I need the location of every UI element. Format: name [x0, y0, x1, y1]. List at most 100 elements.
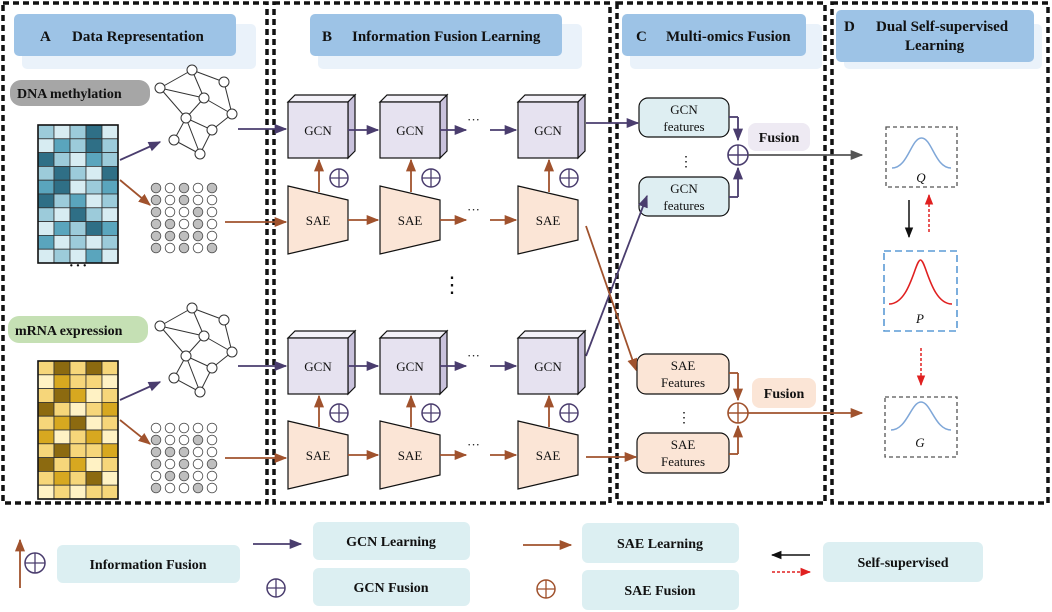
sae-module-label: SAE: [306, 448, 331, 463]
methylation-graph-edge: [159, 87, 205, 99]
methylation-graph-edge: [159, 69, 193, 89]
mrna-matrix-cell: [53, 374, 71, 389]
gcn-module-label: GCN: [396, 123, 424, 138]
gcn-module: [517, 101, 579, 159]
sae-features-1-line2: Features: [661, 375, 705, 390]
sae-module-label: SAE: [398, 213, 423, 228]
methylation-matrix: [37, 124, 119, 264]
gcn-fusion-tag: Fusion: [748, 123, 810, 151]
methylation-graph-node: [154, 82, 166, 94]
methylation-matrix-cell: [101, 234, 119, 250]
mrna-matrix-cell: [37, 484, 55, 500]
gcn-features-box-2: GCN features: [638, 176, 730, 217]
methylation-nodes-dot: [164, 242, 176, 254]
legend-sae-fusion-label: SAE Fusion: [624, 584, 695, 599]
gcn-features-2-line1: GCN: [670, 181, 698, 196]
gcn-features-2-line2: features: [663, 198, 704, 213]
mrna-nodes-dot: [178, 458, 190, 470]
mrna-nodes-dot: [192, 470, 204, 482]
mrna-nodes-dot: [192, 434, 204, 446]
gcn-cube-top: [378, 94, 449, 103]
mrna-matrix-cell: [85, 360, 103, 376]
information-fusion-symbol: [329, 168, 349, 188]
sae-features-box-2: SAE Features: [636, 432, 730, 474]
methylation-nodes-dot: [150, 182, 162, 194]
legend-info-fusion-symbol: [24, 552, 46, 574]
methylation-matrix-cell: [53, 124, 71, 140]
mrna-graph-node: [194, 386, 206, 398]
mrna-nodes-dot: [192, 446, 204, 458]
sae-module-label: SAE: [398, 448, 423, 463]
mrna-matrix-cell: [37, 374, 55, 389]
bottom-gcn-ellipsis: ···: [467, 348, 480, 363]
methylation-matrix-cell: [37, 152, 55, 167]
methylation-matrix-cell: [85, 152, 103, 167]
omics-label-methylation: DNA methylation: [17, 87, 122, 102]
mrna-nodes-dot: [178, 482, 190, 494]
mrna-matrix-cell: [101, 415, 119, 431]
panel-c-letter: C: [636, 29, 647, 45]
methylation-matrix-cell: [101, 179, 119, 195]
mrna-matrix-cell: [69, 415, 87, 431]
mrna-graph-node: [168, 372, 180, 384]
panel-d-title-line1: Dual Self-supervised: [876, 19, 1009, 35]
mrna-nodes-dot: [164, 470, 176, 482]
mrna-matrix-cell: [101, 470, 119, 486]
methylation-nodes-dot: [178, 182, 190, 194]
methylation-graph-edge: [159, 87, 187, 119]
methylation-matrix-cell: [37, 207, 55, 223]
mrna-matrix-cell: [37, 360, 55, 376]
methylation-nodes-dot: [178, 218, 190, 230]
legend-self-supervised-label: Self-supervised: [858, 556, 949, 571]
methylation-matrix-cell: [37, 138, 55, 154]
mrna-matrix-cell: [53, 457, 71, 472]
mrna-matrix-cell: [85, 401, 103, 417]
mrna-matrix-cell: [69, 360, 87, 376]
methylation-matrix-cell: [37, 165, 55, 181]
mrna-matrix-cell: [101, 374, 119, 389]
mrna-graph-node: [198, 330, 210, 342]
methylation-matrix-cell: [37, 248, 55, 264]
methylation-nodes-dot: [192, 194, 204, 206]
mrna-nodes-dot: [206, 482, 218, 494]
methylation-matrix-cell: [37, 124, 55, 140]
omics-tag-methylation: DNA methylation: [10, 80, 150, 106]
mrna-graph-edge: [191, 307, 225, 321]
methylation-matrix-cell: [101, 207, 119, 223]
methylation-matrix-cell: [101, 221, 119, 236]
mrna-matrix-cell: [101, 429, 119, 445]
panel-d-border: [830, 1, 1050, 505]
panel-d-letter: D: [844, 19, 855, 35]
mrna-nodes-dot: [206, 422, 218, 434]
panel-c-border: [615, 1, 827, 505]
methylation-nodes-dot: [178, 230, 190, 242]
gcn-fusion-symbol: [727, 144, 749, 166]
mrna-matrix-cell: [53, 443, 71, 458]
omics-label-mrna: mRNA expression: [15, 324, 123, 339]
methylation-node-grid: [150, 182, 218, 254]
gcn-cube-side: [577, 93, 586, 160]
methylation-matrix-cell: [85, 207, 103, 223]
methylation-nodes-dot: [206, 242, 218, 254]
mrna-graph-icon: [154, 302, 238, 398]
panel-c-title: Multi-omics Fusion: [666, 29, 791, 45]
mrna-graph-edge: [159, 325, 205, 337]
mrna-graph-node: [180, 350, 192, 362]
methylation-nodes-dot: [206, 218, 218, 230]
mrna-nodes-dot: [206, 434, 218, 446]
panel-a-border: [1, 1, 269, 505]
mrna-matrix-cell: [69, 443, 87, 458]
panel-a-letter: A: [40, 29, 51, 45]
methylation-matrix-cell: [69, 207, 87, 223]
gcn-bottom-to-feat2-arrow: [585, 194, 648, 357]
information-fusion-learning: GCNSAEGCNSAEGCNSAE······GCNSAEGCNSAEGCNS…: [286, 93, 587, 490]
methylation-matrix-cell: [85, 234, 103, 250]
methylation-matrix-cell: [53, 179, 71, 195]
mrna-nodes-dot: [206, 446, 218, 458]
methylation-nodes-dot: [192, 242, 204, 254]
methylation-matrix-cell: [69, 165, 87, 181]
methylation-nodes-dot: [178, 242, 190, 254]
methylation-graph-node: [180, 112, 192, 124]
methylation-graph-node: [186, 64, 198, 76]
sae-top-to-feat1-arrow: [585, 225, 638, 372]
